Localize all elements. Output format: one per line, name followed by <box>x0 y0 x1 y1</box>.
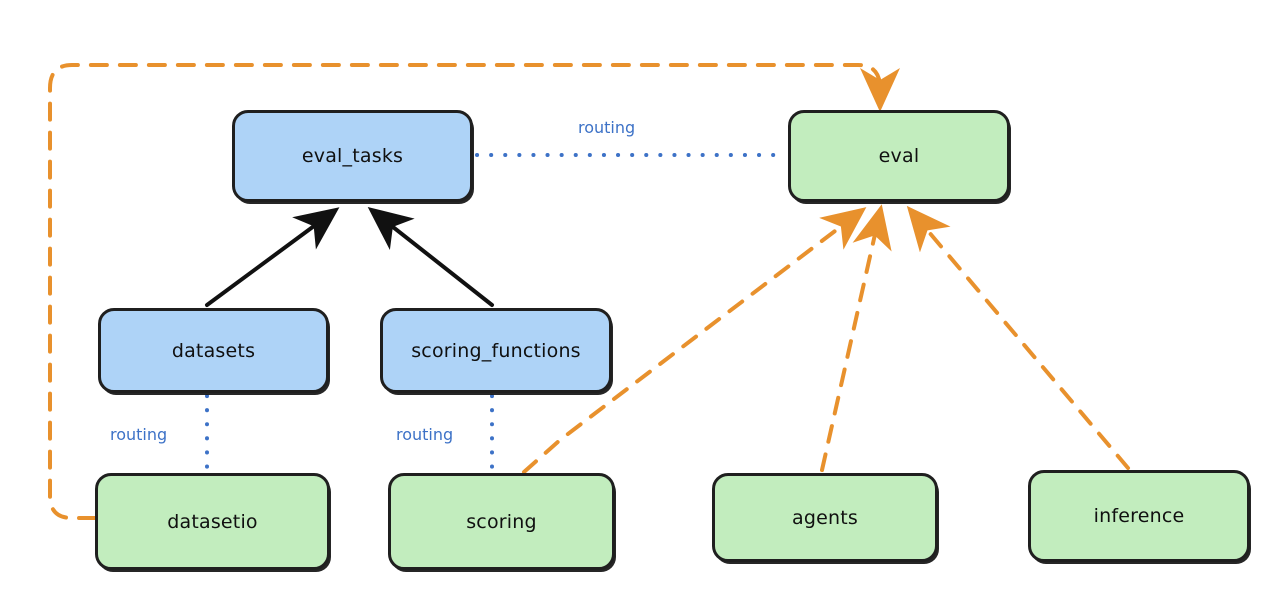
node-datasetio[interactable]: datasetio <box>95 473 330 570</box>
node-eval[interactable]: eval <box>788 110 1010 202</box>
edge-datasets-to-eval_tasks <box>205 207 340 307</box>
edge-label-routing-eval-tasks-eval: routing <box>578 118 636 137</box>
edge-label-routing-datasets-datasetio: routing <box>110 425 168 444</box>
node-label-inference: inference <box>1093 505 1185 527</box>
node-label-scoring-functions: scoring_functions <box>411 339 581 362</box>
node-agents[interactable]: agents <box>712 473 938 562</box>
node-label-datasetio: datasetio <box>167 510 258 533</box>
edge-label-routing-scoring-functions-scoring: routing <box>396 425 454 444</box>
edge-datasetio-to-eval <box>48 63 900 520</box>
node-scoring[interactable]: scoring <box>388 473 615 570</box>
node-eval-tasks[interactable]: eval_tasks <box>232 110 473 202</box>
edge-scoring-to-eval <box>522 207 867 474</box>
node-label-eval: eval <box>878 145 920 167</box>
node-label-scoring: scoring <box>466 510 537 533</box>
edge-scoring_functions-to-eval_tasks <box>367 207 494 307</box>
node-inference[interactable]: inference <box>1028 470 1250 562</box>
node-label-datasets: datasets <box>171 339 256 362</box>
node-datasets[interactable]: datasets <box>98 308 329 393</box>
node-label-agents: agents <box>792 506 858 529</box>
node-label-eval-tasks: eval_tasks <box>301 145 404 167</box>
edge-agents-to-eval <box>820 204 892 472</box>
node-scoring-functions[interactable]: scoring_functions <box>380 308 612 393</box>
